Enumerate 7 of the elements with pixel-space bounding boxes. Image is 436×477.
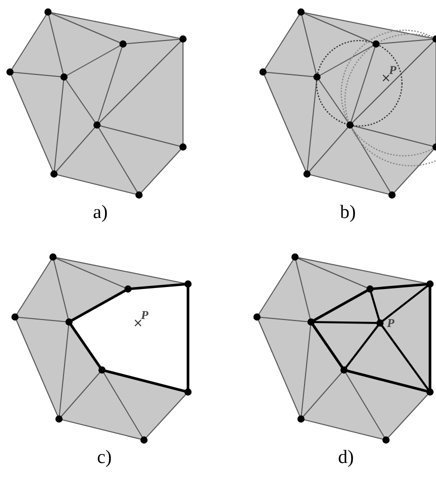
panel-label: d) (338, 448, 354, 467)
panel-label: b) (340, 203, 356, 222)
point-label: P (387, 317, 394, 329)
panel-label: a) (93, 203, 108, 222)
point-label: P (389, 64, 396, 76)
panel-label: c) (97, 448, 112, 467)
point-label: P (141, 309, 148, 321)
